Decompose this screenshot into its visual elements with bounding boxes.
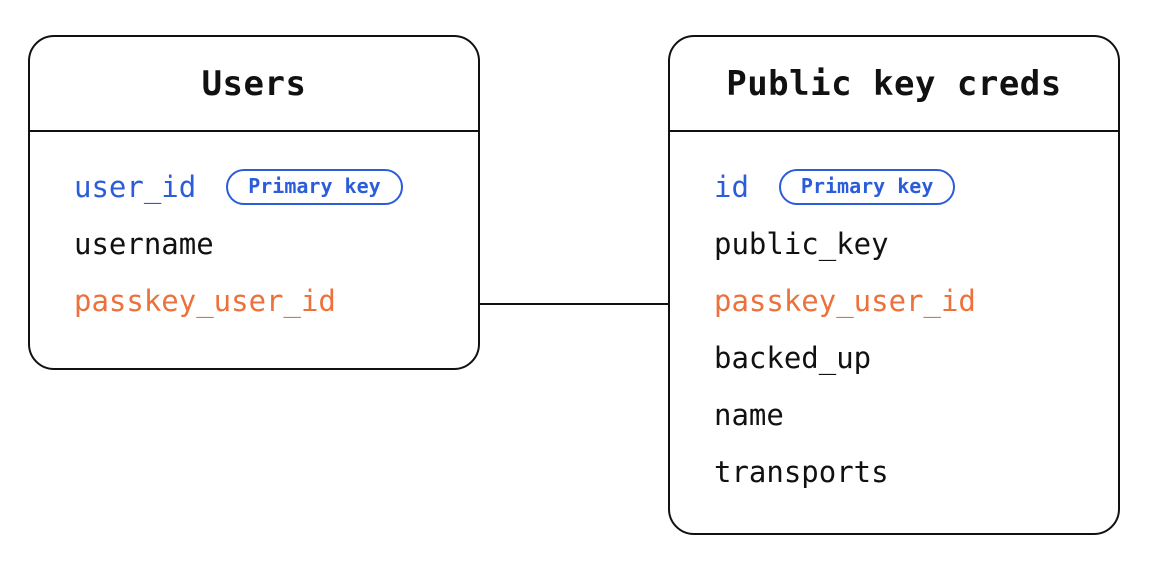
relationship-line xyxy=(480,303,668,305)
field-row: public_key xyxy=(714,215,1118,272)
field-row: passkey_user_id xyxy=(714,272,1118,329)
table-node-public-key-creds: Public key creds id Primary key public_key… xyxy=(668,35,1120,535)
primary-key-badge: Primary key xyxy=(778,168,956,205)
field-row: id Primary key xyxy=(714,158,1118,215)
field-name: passkey_user_id xyxy=(714,283,976,318)
primary-key-badge: Primary key xyxy=(226,168,403,205)
field-name: transports xyxy=(714,454,889,489)
field-name: name xyxy=(714,397,784,432)
field-row: name xyxy=(714,386,1118,443)
field-name: user_id xyxy=(74,169,197,204)
field-row: username xyxy=(74,215,478,272)
field-name: passkey_user_id xyxy=(74,283,336,318)
table-node-users: Users user_id Primary key username passkey_… xyxy=(28,35,480,370)
field-name: username xyxy=(74,226,214,261)
field-row: backed_up xyxy=(714,329,1118,386)
field-row: passkey_user_id xyxy=(74,272,478,329)
field-row: transports xyxy=(714,443,1118,500)
field-name: id xyxy=(714,169,749,204)
table-title: Public key creds xyxy=(670,37,1118,132)
field-row: user_id Primary key xyxy=(74,158,478,215)
field-list: user_id Primary key username passkey_user_i… xyxy=(30,132,478,329)
field-name: backed_up xyxy=(714,340,872,375)
table-title: Users xyxy=(30,37,478,132)
field-name: public_key xyxy=(714,226,889,261)
